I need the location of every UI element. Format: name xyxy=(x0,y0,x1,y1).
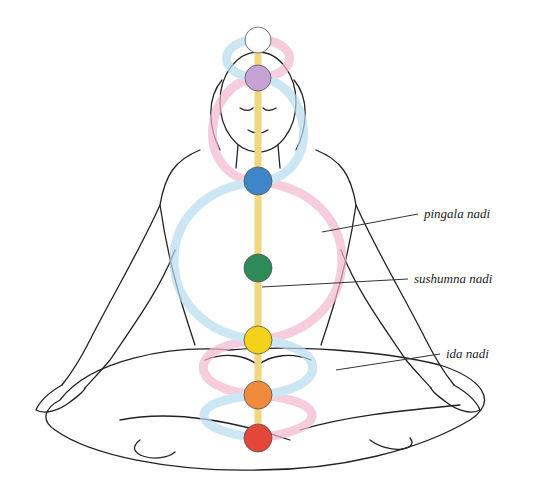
nadi-label: sushumna nadi xyxy=(412,271,494,287)
nadi-label: pingala nadi xyxy=(422,206,492,222)
nadi-label: ida nadi xyxy=(444,346,491,362)
